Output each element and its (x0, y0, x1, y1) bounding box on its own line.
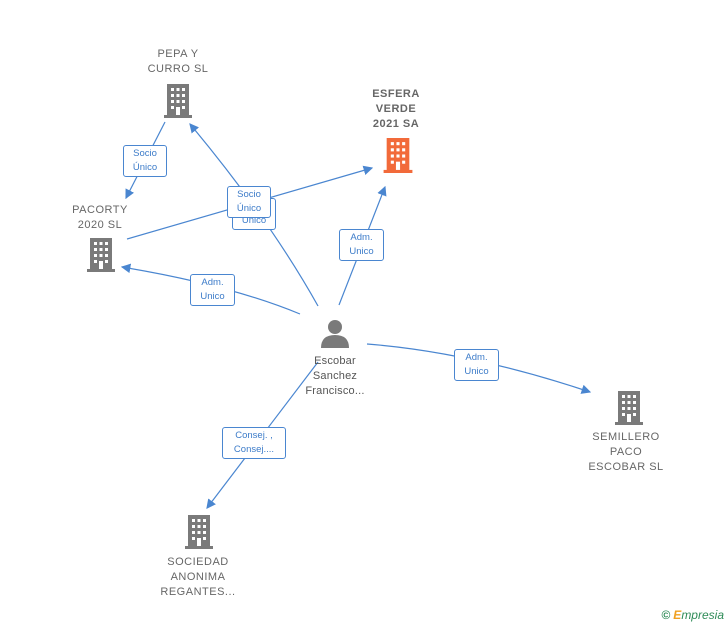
building-icon[interactable] (87, 238, 115, 272)
building-icon[interactable] (164, 84, 192, 118)
edge-label-person-sociedad[interactable]: Consej. , Consej.... (222, 427, 286, 459)
building-icon[interactable] (615, 391, 643, 425)
building-icon[interactable] (185, 515, 213, 549)
empresia-logo[interactable]: ©Empresia (661, 608, 724, 622)
brand-name: mpresia (681, 608, 724, 622)
brand-initial: E (673, 608, 682, 622)
building-icon-main[interactable] (383, 138, 413, 173)
node-label-sociedad[interactable]: SOCIEDAD ANONIMA REGANTES... (160, 556, 236, 598)
edge-label-pacorty-esfera[interactable]: Socio Único (227, 186, 271, 218)
edge-label-person-semillero[interactable]: Adm. Unico (454, 349, 499, 381)
node-label-semillero[interactable]: SEMILLERO PACO ESCOBAR SL (588, 431, 664, 473)
edge-label-pacorty-pepa[interactable]: Socio Único (123, 145, 167, 177)
edge-label-person-esfera[interactable]: Adm. Unico (339, 229, 384, 261)
node-label-pacorty[interactable]: PACORTY 2020 SL (72, 204, 128, 231)
copyright-symbol: © (661, 608, 671, 622)
edge-label-person-pacorty[interactable]: Adm. Unico (190, 274, 235, 306)
node-label-esfera-verde[interactable]: ESFERA VERDE 2021 SA (372, 88, 420, 130)
node-label-person[interactable]: Escobar Sanchez Francisco... (305, 355, 365, 397)
person-icon[interactable] (320, 318, 350, 348)
node-label-pepa-y-curro[interactable]: PEPA Y CURRO SL (147, 48, 209, 75)
